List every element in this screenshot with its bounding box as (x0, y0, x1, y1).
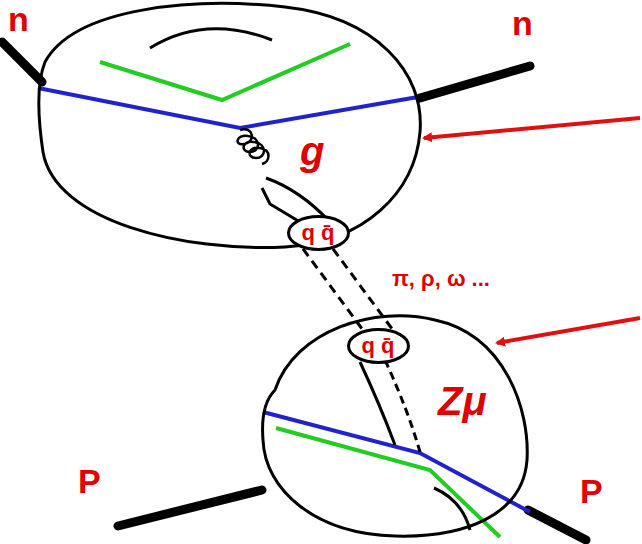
hadron-blob: Zμ q q̄ (255, 300, 535, 540)
loop-outline (288, 217, 348, 250)
quark-line (100, 44, 350, 100)
particle-symbol: Zμ (438, 378, 487, 424)
hadron-line (2, 42, 42, 82)
quark-line (150, 29, 272, 48)
quark-line (276, 428, 500, 537)
particle-label: P (580, 472, 603, 511)
hadron-blob: g q q̄ (35, 2, 425, 252)
quark-pair-loop: q q̄ (347, 328, 410, 364)
particle-symbol: g (300, 128, 324, 174)
pointer-arrow (424, 118, 640, 138)
blob-outline (39, 4, 421, 248)
quark-line (385, 360, 420, 452)
meson-exchange-line (303, 249, 363, 330)
particle-label: n (8, 0, 29, 39)
particle-label: n (512, 4, 533, 43)
quark-line (434, 488, 470, 530)
hadron-line (420, 66, 530, 98)
pointer-arrow (497, 318, 640, 343)
quark-line (38, 88, 418, 128)
meson-label: π, ρ, ω ... (392, 266, 490, 291)
meson-exchange-line (333, 249, 393, 330)
blob-outline (263, 316, 528, 536)
hadron-line (118, 490, 262, 526)
quark-pair-label: q q̄ (362, 333, 395, 358)
loop-outline (348, 330, 408, 363)
quark-line (360, 362, 395, 445)
gluon-line (238, 129, 269, 164)
particle-label: P (78, 462, 101, 501)
shape-outline (35, 2, 425, 252)
quark-pair-loop: q q̄ (287, 215, 350, 251)
quark-pair-label: q q̄ (302, 220, 335, 245)
hadron-line (528, 510, 586, 540)
